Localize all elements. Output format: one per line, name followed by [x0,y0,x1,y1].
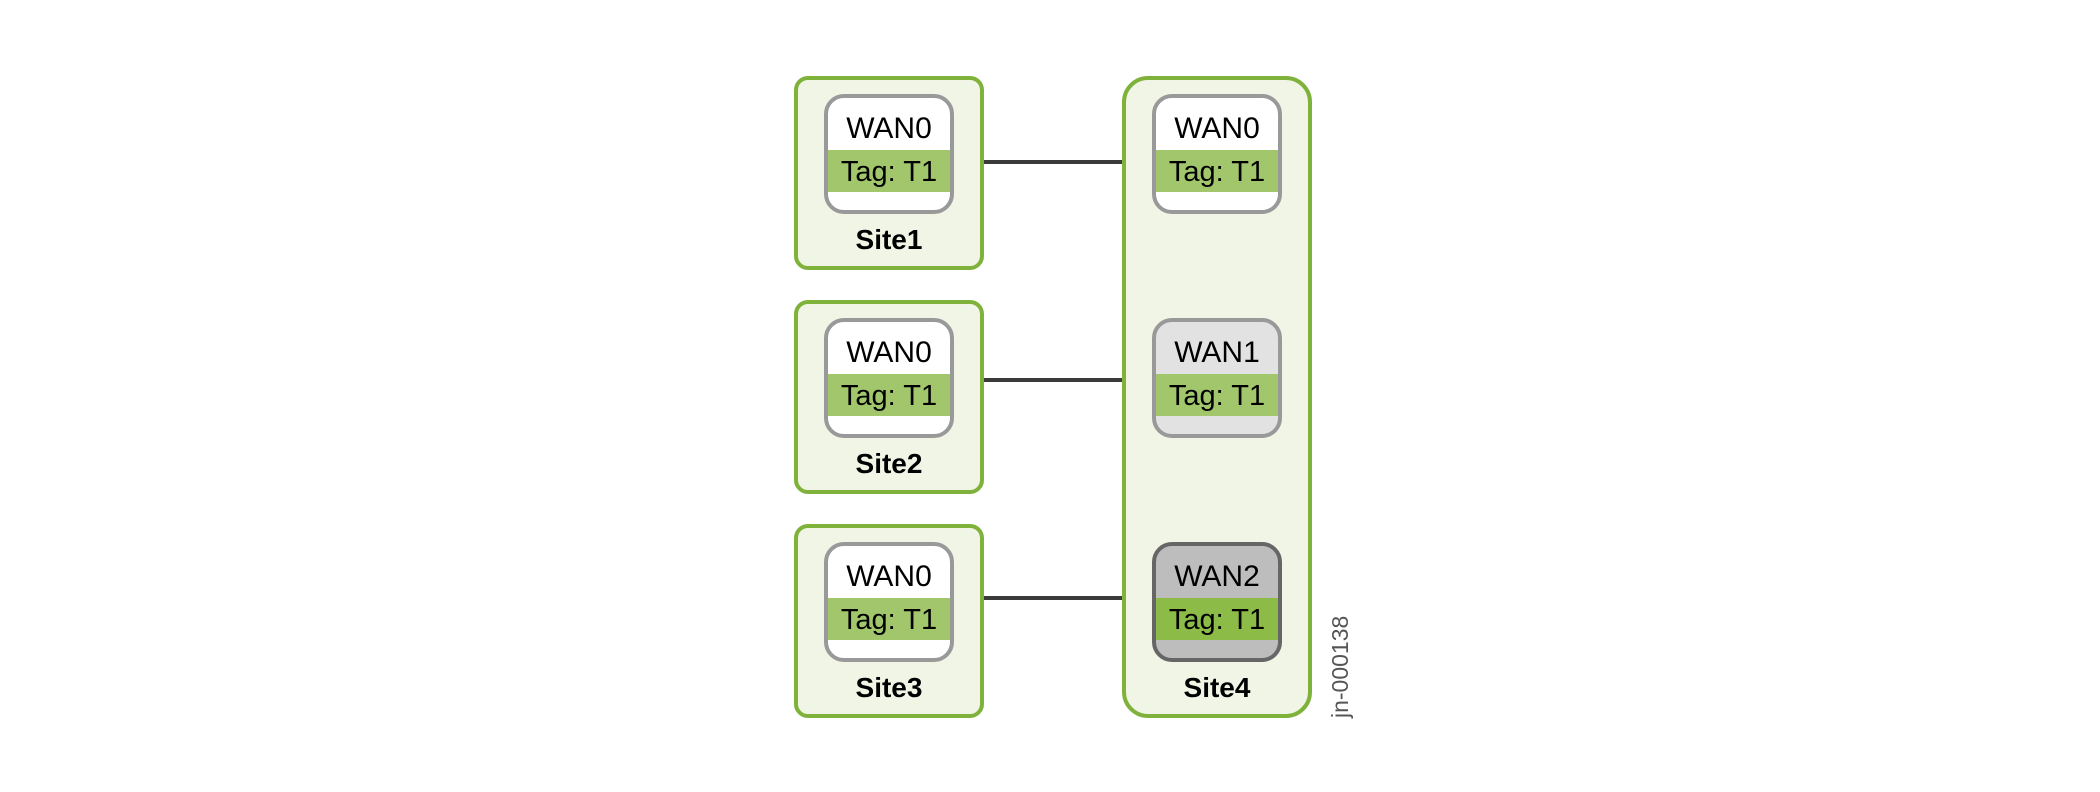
site-4-wan2-tag: Tag: T1 [1169,604,1265,636]
site-4-wan2: WAN2 Tag: T1 [1152,542,1282,662]
site-2-wan0-tag: Tag: T1 [841,380,937,412]
site-4-wan0-label: WAN0 [1174,112,1260,145]
site-4-wan2-tag-band [1156,598,1278,640]
site-1-wan0-tag: Tag: T1 [841,156,937,188]
site-1: WAN0 Tag: T1 Site1 [794,76,984,270]
site-3: WAN0 Tag: T1 Site3 [794,524,984,718]
site-1-label: Site1 [856,224,923,255]
site-3-wan0: WAN0 Tag: T1 [824,542,954,662]
site-4-wan0: WAN0 Tag: T1 [1152,94,1282,214]
site-2-wan0: WAN0 Tag: T1 [824,318,954,438]
site-4-wan1-tag-band [1156,374,1278,416]
site-2-label: Site2 [856,448,923,479]
site-1-wan0-label: WAN0 [846,112,932,145]
site-4-label: Site4 [1184,672,1251,703]
site-3-wan0-tag-band [828,598,950,640]
figure-id: jn-000138 [1327,616,1353,719]
site-4-wan0-tag-band [1156,150,1278,192]
site-2: WAN0 Tag: T1 Site2 [794,300,984,494]
site-3-wan0-tag: Tag: T1 [841,604,937,636]
site-1-wan0-tag-band [828,150,950,192]
site-4-wan2-label: WAN2 [1174,560,1260,593]
links [982,160,1124,600]
site-3-wan0-label: WAN0 [846,560,932,593]
site-4-wan0-tag: Tag: T1 [1169,156,1265,188]
site-1-wan0: WAN0 Tag: T1 [824,94,954,214]
site-2-wan0-tag-band [828,374,950,416]
site-4-wan1-label: WAN1 [1174,336,1260,369]
site-4-wan1-tag: Tag: T1 [1169,380,1265,412]
site-3-label: Site3 [856,672,923,703]
site-4-wan1: WAN1 Tag: T1 [1152,318,1282,438]
site-2-wan0-label: WAN0 [846,336,932,369]
site-4: WAN0 Tag: T1 WAN1 Tag: T1 WAN2 Tag: T1 S… [1122,76,1312,718]
